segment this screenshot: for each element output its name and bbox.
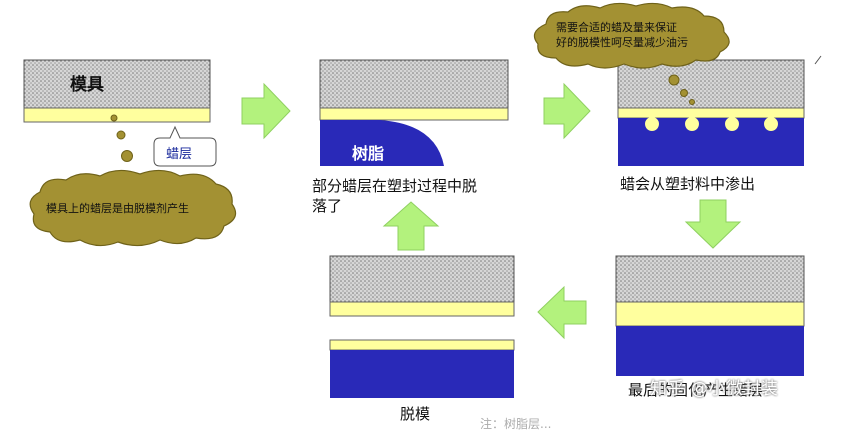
panel-mold-wax [23,59,211,123]
thought-bubble-dot [689,99,695,105]
step4-caption: 最后的固化产生蜡层 [628,381,764,399]
thought-bubble-dot [680,89,688,97]
step5-caption: 脱模 [400,405,431,423]
wax-droplet [764,117,778,131]
step3-caption: 蜡会从塑封料中渗出 [620,175,756,193]
mold-block [329,255,515,303]
wax-callout-bubble [153,125,217,167]
arrow-right-2 [543,82,591,140]
wax-layer-label: 蜡层 [166,147,193,162]
mold-block [23,59,211,109]
panel-final-cure [615,255,805,376]
arrow-down-3 [684,199,742,249]
arrow-up-5 [382,201,440,251]
stray-mark [814,55,822,65]
panel-demold [329,255,515,398]
thought-bubble-dot [668,74,680,86]
mold-block [319,59,509,109]
wax-droplet [645,117,659,131]
wax-droplet [725,117,739,131]
watermark-text: 知乎 @小微封装 [650,379,779,399]
wax-layer-strip [617,107,805,119]
wax-droplet [685,117,699,131]
wax-layer-strip [23,107,211,123]
step2-caption: 部分蜡层在塑封过程中脱 落了 [312,177,478,215]
wax-layer-strip [319,107,509,121]
panel-resin-partial [319,59,509,166]
left-cloud [29,169,237,247]
wax-layer-strip [329,339,515,351]
resin-shape [320,120,444,166]
left-cloud-text: 模具上的蜡层是由脱模剂产生 [46,202,189,215]
resin-block [616,326,804,376]
mold-block [615,255,805,303]
thought-bubble-dot [116,130,126,140]
resin-block [330,350,514,398]
mold-label: 模具 [70,75,104,95]
top-right-cloud-text: 需要合适的蜡及量来保证 好的脱模性呵尽量减少油污 [556,21,688,49]
arrow-right-1 [241,82,291,140]
wax-layer-strip [615,301,805,327]
wax-layer-strip [329,301,515,317]
thought-bubble-dot [121,150,133,162]
panel-wax-seep [617,59,805,166]
arrow-left-4 [537,285,587,340]
footnote-text: 注：树脂层... [480,417,552,431]
thought-bubble-dot [110,114,118,122]
top-right-cloud [533,2,730,69]
resin-label: 树脂 [352,144,385,163]
